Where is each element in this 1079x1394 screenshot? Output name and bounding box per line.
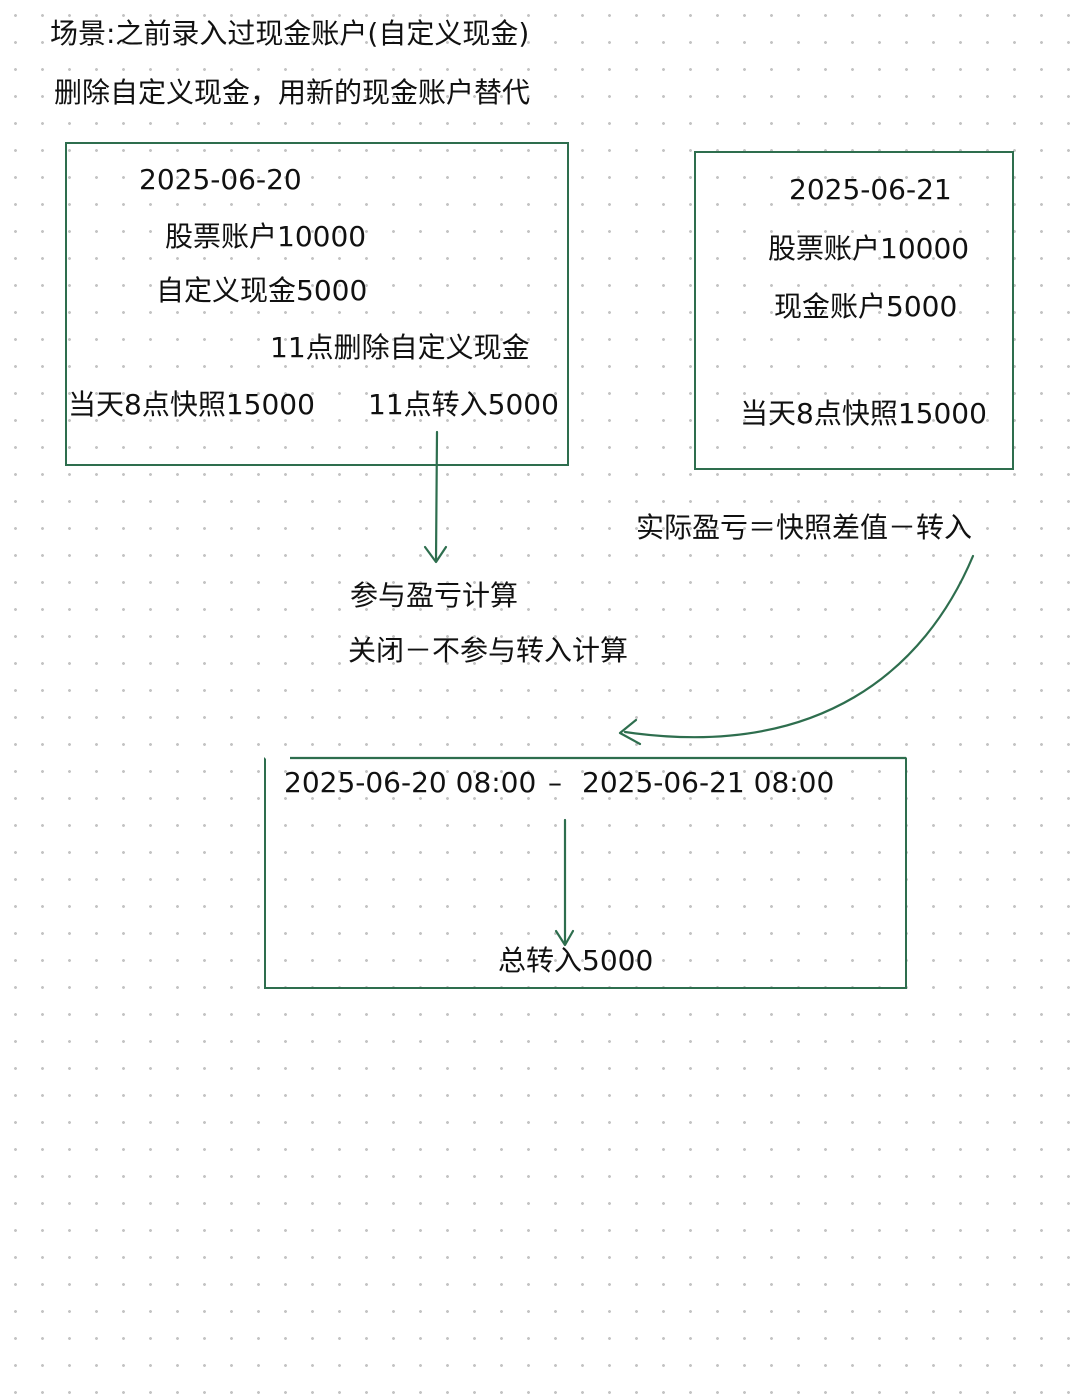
range-separator: – — [548, 766, 562, 799]
day1-box — [65, 142, 569, 466]
day2-stock-account: 股票账户10000 — [768, 232, 970, 265]
day1-transfer-event: 11点转入5000 — [368, 388, 559, 421]
day1-date: 2025-06-20 — [139, 163, 302, 196]
total-transfer: 总转入5000 — [498, 944, 654, 977]
day2-snapshot: 当天8点快照15000 — [740, 397, 987, 430]
day2-cash-account: 现金账户5000 — [774, 290, 958, 323]
day1-snapshot: 当天8点快照15000 — [68, 388, 315, 421]
transfer-arrow-head — [423, 545, 448, 564]
pnl-formula: 实际盈亏＝快照差值－转入 — [636, 511, 973, 544]
range-start: 2025-06-20 08:00 — [284, 766, 537, 799]
scenario-description: 删除自定义现金，用新的现金账户替代 — [54, 76, 531, 109]
day2-box — [694, 151, 1014, 470]
range-box — [264, 757, 907, 989]
day1-stock-account: 股票账户10000 — [165, 220, 367, 253]
formula-curve-arrow-line — [623, 554, 975, 739]
participate-note: 参与盈亏计算 — [350, 579, 519, 612]
day1-custom-cash: 自定义现金5000 — [156, 274, 368, 307]
closed-note: 关闭－不参与转入计算 — [348, 634, 629, 667]
formula-curve-arrow-head — [618, 718, 642, 746]
day2-date: 2025-06-21 — [789, 173, 952, 206]
scenario-heading: 场景:之前录入过现金账户(自定义现金) — [50, 17, 530, 50]
range-end: 2025-06-21 08:00 — [582, 766, 835, 799]
day1-delete-event: 11点删除自定义现金 — [270, 331, 530, 364]
